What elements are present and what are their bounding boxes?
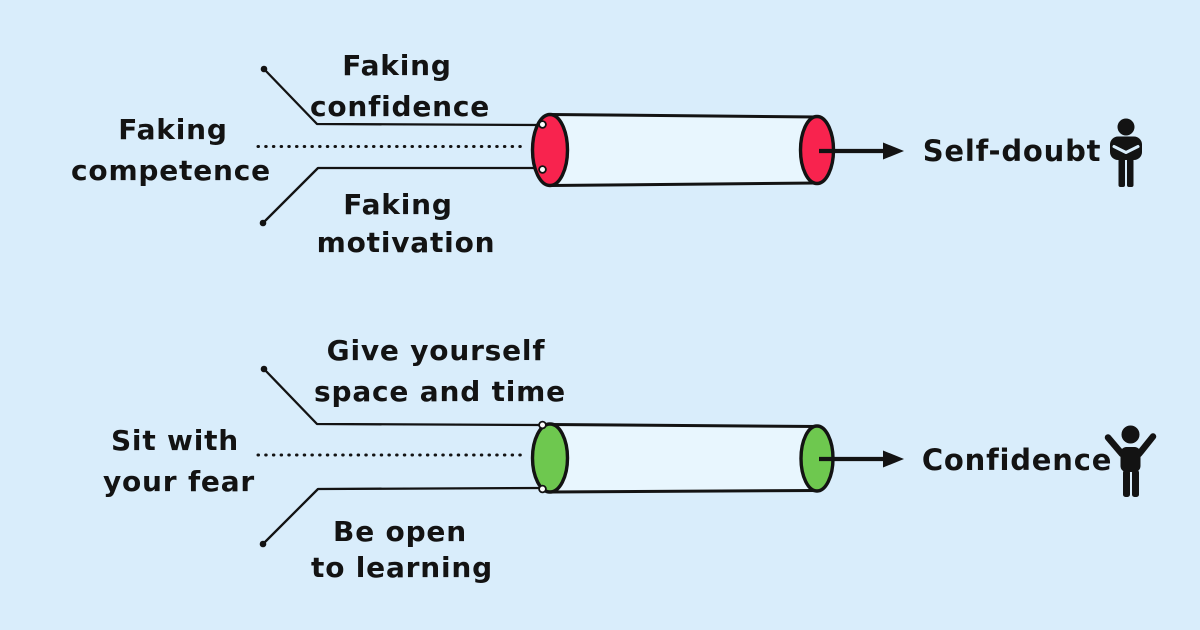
negative-pipe-diagram: Faking confidence Faking competence Faki… — [71, 49, 1142, 259]
inlet-connector-top — [538, 420, 547, 430]
person-arms-raised-icon — [1104, 425, 1157, 497]
output-arrow-head — [883, 450, 904, 468]
input-label-top-line1: Faking — [342, 49, 451, 82]
input-label-top-line2: space and time — [314, 375, 566, 408]
pipe-bottom-edge — [549, 489, 818, 494]
inlet-connector-top — [538, 120, 547, 129]
input-label-bottom-line2: motivation — [317, 226, 496, 259]
pipe-bottom-edge — [549, 181, 818, 187]
leader-line-bottom — [261, 486, 542, 546]
leader-line-top — [262, 367, 542, 427]
inlet-connector-bottom — [538, 484, 547, 494]
input-label-bottom-line1: Be open — [333, 515, 467, 548]
input-label-middle-line2: your fear — [103, 465, 255, 498]
output-arrow-head — [883, 142, 904, 160]
pipe-body — [550, 114, 817, 186]
input-label-bottom-line1: Faking — [343, 188, 452, 221]
leader-line-bottom — [261, 166, 542, 225]
leader-line-top — [262, 67, 542, 127]
pipe-body — [550, 424, 817, 492]
input-label-middle-line2: competence — [71, 154, 271, 187]
input-label-middle-line1: Sit with — [111, 424, 239, 457]
person-arms-crossed-icon — [1110, 118, 1142, 187]
pipe-top-edge — [549, 113, 818, 119]
pipe-endcap-left — [530, 112, 570, 188]
input-label-top-line1: Give yourself — [327, 334, 546, 367]
pipe-top-edge — [549, 423, 818, 428]
output-label: Self-doubt — [923, 134, 1102, 168]
input-label-bottom-line2: to learning — [311, 551, 493, 584]
pipe-endcap-left — [530, 422, 570, 494]
output-label: Confidence — [922, 443, 1112, 477]
positive-pipe-diagram: Give yourself space and time Sit with yo… — [103, 334, 1157, 584]
input-label-top-line2: confidence — [310, 90, 490, 123]
input-label-middle-line1: Faking — [118, 113, 227, 146]
inlet-connector-bottom — [538, 165, 547, 174]
